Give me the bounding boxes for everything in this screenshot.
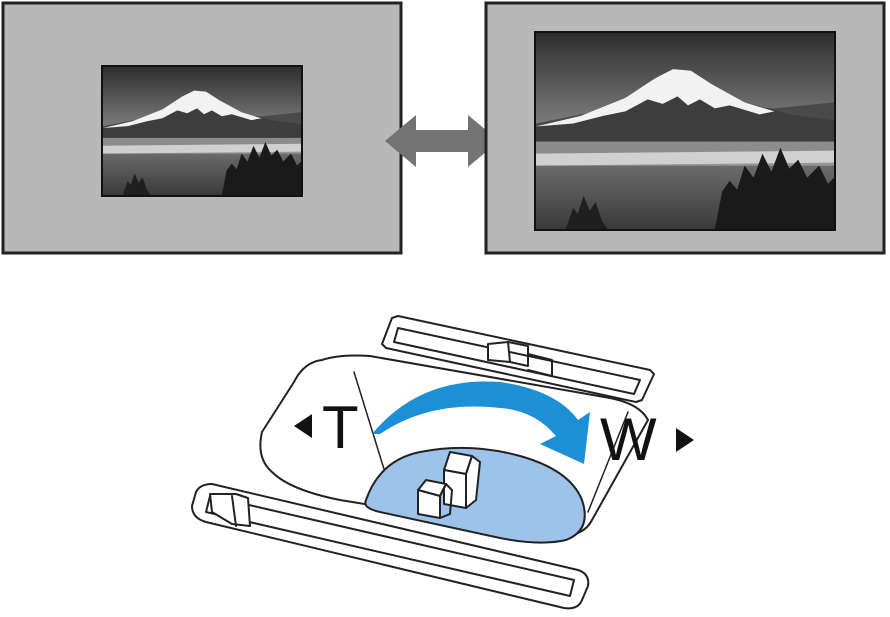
zoom-lever-illustration	[191, 315, 655, 610]
projected-image-large	[536, 33, 834, 229]
projection-screen-wide	[484, 1, 886, 255]
projection-screen-tele	[1, 1, 403, 255]
double-headed-arrow-icon	[385, 115, 499, 167]
wide-label-group: W	[600, 406, 694, 473]
left-triangle-icon	[294, 414, 312, 438]
wide-label: W	[600, 406, 657, 473]
projected-image-small	[103, 67, 301, 195]
zoom-lever	[364, 446, 586, 544]
back-rail	[381, 315, 655, 403]
tele-label-group: T	[294, 394, 359, 461]
curved-arrow-icon	[372, 381, 590, 464]
tele-label: T	[322, 394, 359, 461]
front-rail	[191, 483, 590, 610]
right-triangle-icon	[676, 428, 694, 452]
